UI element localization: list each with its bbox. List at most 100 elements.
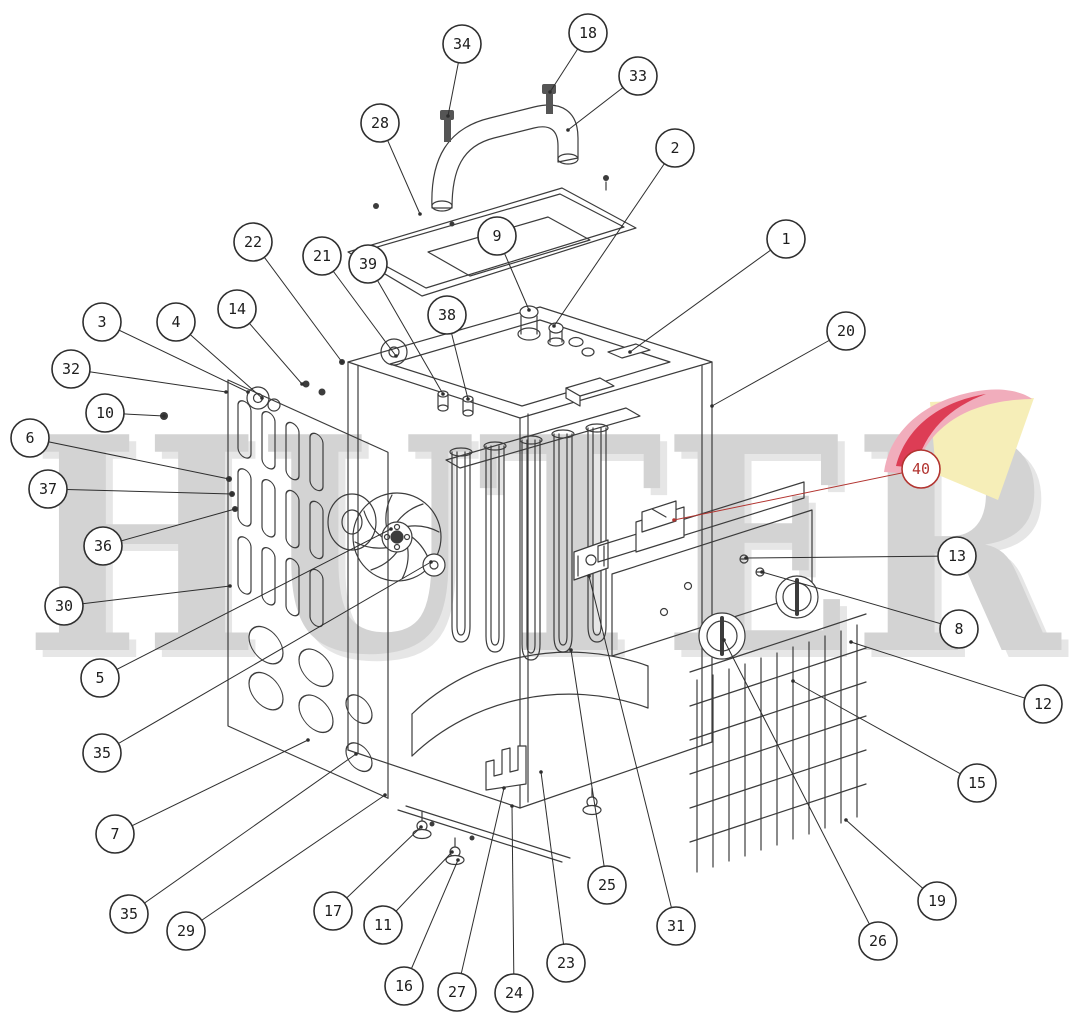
callout-11: 11 — [363, 850, 454, 945]
switch-bracket — [573, 539, 609, 581]
callout-25: 25 — [569, 648, 627, 905]
svg-text:17: 17 — [324, 902, 342, 920]
control-panel — [597, 481, 819, 660]
svg-text:21: 21 — [313, 247, 331, 265]
callout-14: 14 — [217, 289, 304, 386]
watermark-shadow-text: HUTER — [31, 379, 1070, 727]
svg-text:20: 20 — [837, 322, 855, 340]
logo-yellow-shape — [930, 398, 1034, 500]
callout-12: 12 — [849, 640, 1063, 724]
heating-elements — [445, 407, 641, 661]
svg-text:24: 24 — [505, 984, 523, 1002]
svg-text:13: 13 — [948, 547, 966, 565]
callout-3: 3 — [82, 302, 250, 394]
svg-text:35: 35 — [120, 905, 138, 923]
svg-text:23: 23 — [557, 954, 575, 972]
handle-bolt-right — [542, 84, 556, 114]
svg-text:10: 10 — [96, 404, 114, 422]
foot-right — [582, 787, 602, 816]
svg-text:22: 22 — [244, 233, 262, 251]
callout-28: 28 — [360, 103, 422, 216]
svg-text:2: 2 — [670, 139, 679, 157]
svg-text:3: 3 — [97, 313, 106, 331]
fan-motor — [327, 493, 377, 551]
callout-37: 37 — [28, 469, 234, 509]
svg-text:35: 35 — [93, 744, 111, 762]
svg-text:11: 11 — [374, 916, 392, 934]
svg-text:6: 6 — [25, 429, 34, 447]
svg-text:39: 39 — [359, 255, 377, 273]
main-body-frame — [347, 306, 713, 809]
carry-handle — [431, 104, 579, 212]
svg-text:1: 1 — [781, 230, 790, 248]
foot-center — [445, 837, 465, 866]
svg-text:8: 8 — [954, 620, 963, 638]
svg-text:15: 15 — [968, 774, 986, 792]
callout-35: 35 — [82, 560, 433, 773]
svg-text:14: 14 — [228, 300, 246, 318]
svg-text:36: 36 — [94, 537, 112, 555]
svg-text:18: 18 — [579, 24, 597, 42]
callout-26: 26 — [722, 638, 898, 961]
callout-23: 23 — [539, 770, 586, 983]
callout-38: 38 — [427, 295, 470, 401]
callout-24: 24 — [494, 804, 534, 1013]
svg-text:34: 34 — [453, 35, 471, 53]
fan-bushing — [422, 553, 446, 577]
callout-5: 5 — [80, 527, 393, 698]
svg-text:19: 19 — [928, 892, 946, 910]
svg-text:32: 32 — [62, 360, 80, 378]
callout-1: 1 — [628, 219, 806, 354]
callout-31: 31 — [587, 574, 696, 946]
knob-left — [698, 612, 746, 660]
callout-27: 27 — [437, 786, 506, 1012]
fan-impeller — [352, 492, 442, 582]
callout-15: 15 — [791, 679, 997, 803]
watermark-text: HUTER — [24, 372, 1063, 720]
callout-17: 17 — [313, 825, 423, 931]
callout-7: 7 — [95, 738, 310, 854]
svg-text:33: 33 — [629, 67, 647, 85]
svg-text:4: 4 — [171, 313, 180, 331]
callout-21: 21 — [302, 236, 398, 358]
callout-36: 36 — [83, 507, 237, 566]
callout-35: 35 — [109, 752, 358, 934]
svg-text:26: 26 — [869, 932, 887, 950]
callout-18: 18 — [548, 13, 608, 94]
svg-text:40: 40 — [912, 460, 930, 478]
exploded-diagram — [160, 84, 867, 873]
svg-text:28: 28 — [371, 114, 389, 132]
callout-20: 20 — [710, 311, 866, 408]
callout-19: 19 — [844, 818, 957, 921]
callout-6: 6 — [10, 418, 231, 481]
svg-text:7: 7 — [110, 825, 119, 843]
knob-right — [775, 575, 819, 619]
svg-text:30: 30 — [55, 597, 73, 615]
svg-text:16: 16 — [395, 977, 413, 995]
callout-10: 10 — [85, 393, 166, 433]
svg-text:25: 25 — [598, 876, 616, 894]
svg-text:29: 29 — [177, 922, 195, 940]
thermostat-gauge — [246, 386, 281, 412]
callout-30: 30 — [44, 584, 232, 626]
callout-22: 22 — [233, 222, 344, 364]
svg-text:38: 38 — [438, 306, 456, 324]
callout-4: 4 — [156, 302, 264, 400]
callout-16: 16 — [384, 858, 460, 1006]
callout-13: 13 — [744, 536, 977, 576]
svg-text:9: 9 — [492, 227, 501, 245]
callout-33: 33 — [566, 56, 658, 132]
callout-32: 32 — [51, 349, 228, 394]
callout-40: 40 — [672, 449, 941, 522]
svg-text:27: 27 — [448, 983, 466, 1001]
svg-text:31: 31 — [667, 917, 685, 935]
callout-39: 39 — [348, 244, 445, 396]
brand-watermark: HUTER HUTER — [24, 372, 1070, 727]
callout-34: 34 — [442, 24, 482, 118]
svg-text:37: 37 — [39, 480, 57, 498]
svg-text:12: 12 — [1034, 695, 1052, 713]
callout-8: 8 — [760, 570, 979, 649]
